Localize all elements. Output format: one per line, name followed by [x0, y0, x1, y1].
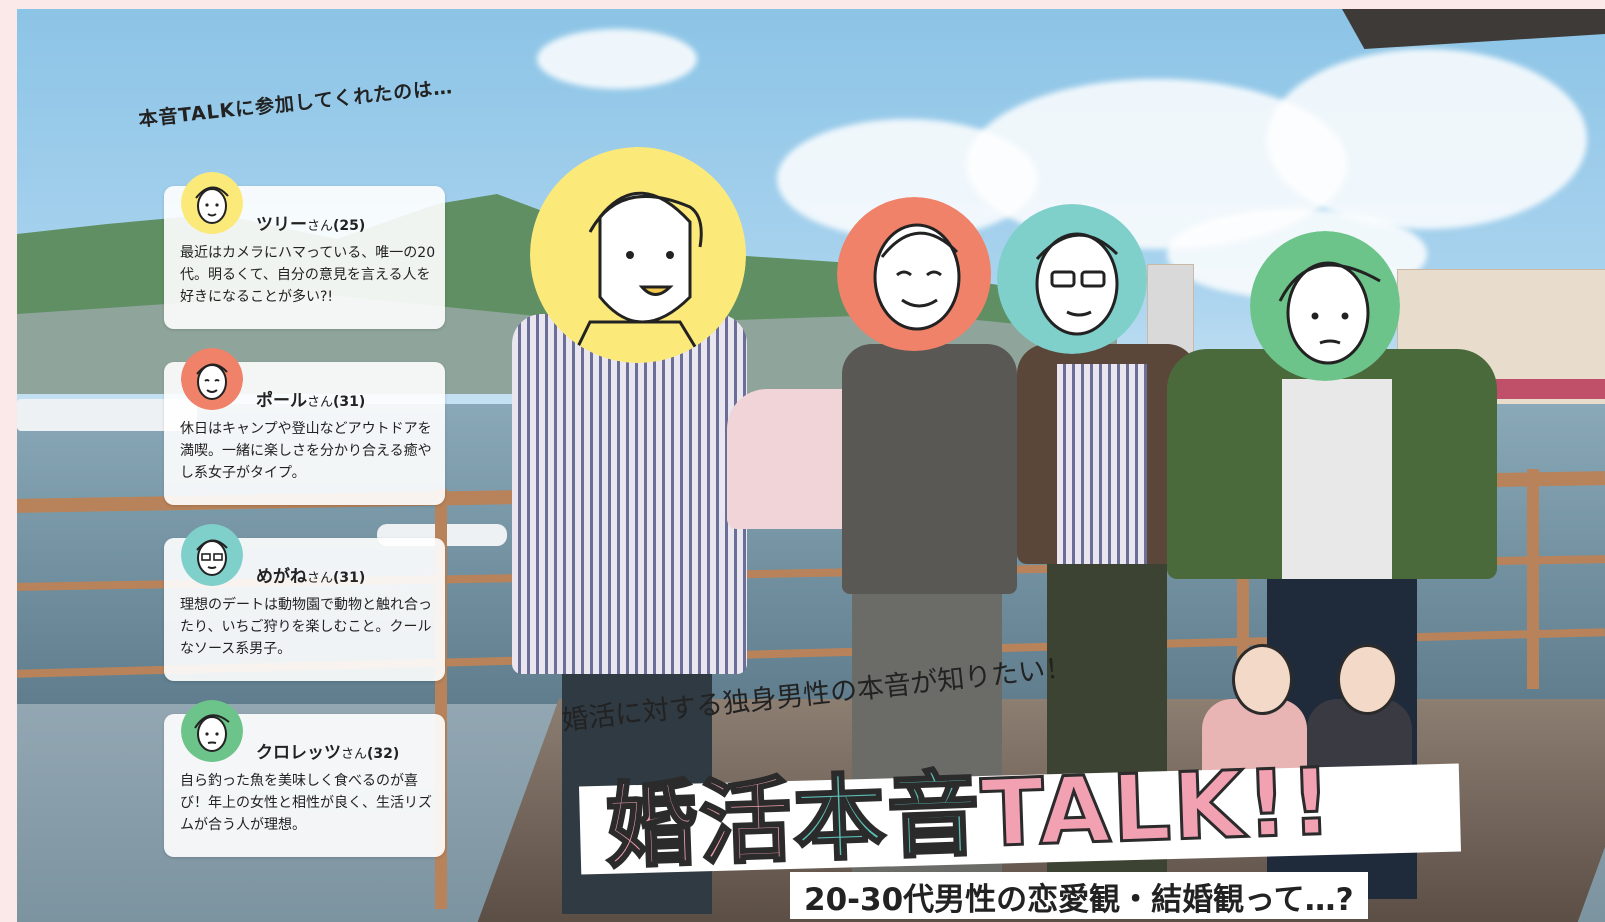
face-illustration-paul [837, 197, 992, 352]
main-title: 婚活本音TALK!! [578, 740, 1462, 882]
face-illustration-tree [530, 147, 746, 363]
avatar-chlorets [181, 700, 243, 762]
participant-card-paul: ポールさん(31) 休日はキャンプや登山などアウトドアを満喫。一緒に楽しさを分か… [164, 348, 445, 505]
participant-card-chlorets: クロレッツさん(32) 自ら釣った魚を美味しく食べるのが喜び！年上の女性と相性が… [164, 700, 445, 857]
title-part-talk: TALK!! [978, 747, 1337, 869]
participant-name: ポールさん(31) [256, 391, 366, 411]
avatar-megane [181, 524, 243, 586]
title-part-honne: 本音 [790, 759, 985, 875]
bottom-tagline: 20-30代男性の恋愛観・結婚観って…? [790, 872, 1368, 919]
avatar-paul [181, 348, 243, 410]
umbrella [1342, 9, 1605, 49]
participant-description: 最近はカメラにハマっている、唯一の20代。明るくて、自分の意見を言える人を好きに… [180, 245, 436, 305]
participant-description: 理想のデートは動物園で動物と触れ合ったり、いちご狩りを楽しむこと。クールなソース… [180, 597, 432, 657]
participant-name: ツリーさん(25) [256, 215, 366, 235]
participant-card-megane: めがねさん(31) 理想のデートは動物園で動物と触れ合ったり、いちご狩りを楽しむ… [164, 524, 445, 681]
participant-card-tree: ツリーさん(25) 最近はカメラにハマっている、唯一の20代。明るくて、自分の意… [164, 172, 445, 329]
participant-name: めがねさん(31) [256, 567, 366, 587]
photo-background [17, 9, 1605, 922]
face-illustration-chlorets [1250, 231, 1400, 381]
face-illustration-megane [997, 204, 1147, 354]
participant-name: クロレッツさん(32) [256, 743, 400, 763]
participant-description: 自ら釣った魚を美味しく食べるのが喜び！年上の女性と相性が良く、生活リズムが合う人… [180, 773, 432, 833]
avatar-tree [181, 172, 243, 234]
participant-description: 休日はキャンプや登山などアウトドアを満喫。一緒に楽しさを分かり合える癒やし系女子… [180, 421, 432, 481]
title-part-konkatsu: 婚活 [602, 766, 797, 882]
